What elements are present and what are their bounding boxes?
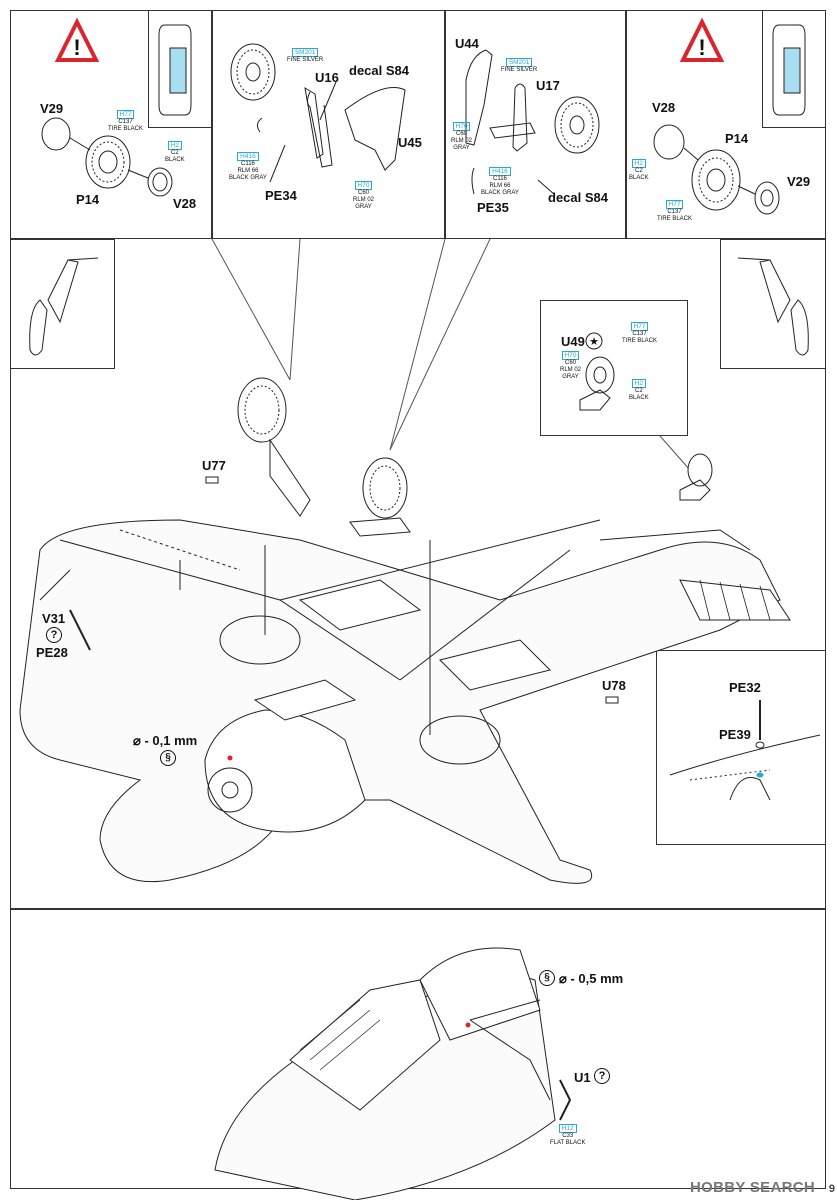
aircraft-drawing [19,377,791,884]
drill-size-main: ⌀ - 0,1 mm [133,733,198,748]
part-label-U78: U78 [602,678,626,693]
tire-section-icon-right [772,24,806,116]
warning-icon-right: ! [679,17,725,62]
svg-text:!: ! [698,35,705,60]
paint-silver-right: SM201 FINE SILVER [501,58,538,73]
part-label-PE34: PE34 [265,188,297,203]
part-label-V29-left: V29 [40,101,64,116]
paint-tail-hub: H2 C2 BLACK [629,379,649,401]
part-label-V29-right: V29 [787,174,811,189]
paint-gray-left: H416 C116 RLM 66 BLACK GRAY [229,152,267,181]
drill-icon-main: § [160,750,176,766]
paint-tire-left: H77 C137 TIRE BLACK [108,110,144,132]
paint-flat-black: H12 C33 FLAT BLACK [550,1124,586,1146]
paint-hub-left: H2 C2 BLACK [165,141,185,163]
panel-antenna-detail [656,650,826,845]
paint-tire-right: H77 C137 TIRE BLACK [657,200,693,222]
optional-icon-PE28: ? [46,627,62,643]
panel-left-strut [212,10,445,239]
paint-silver-left: SM201 FINE SILVER [287,48,324,63]
part-label-PE35: PE35 [477,200,509,215]
paint-hub-right: H2 C2 BLACK [629,159,649,181]
part-label-P14-right: P14 [725,131,749,146]
star-icon: ★ [585,332,603,350]
panel-left-gear-view [10,239,115,369]
panel-tail-wheel [540,300,688,436]
paint-tail-rlm02: H70 C60 RLM 02 GRAY [560,351,582,380]
canopy-detail-drawing [214,947,572,1200]
part-label-PE32: PE32 [729,680,761,695]
paint-tail-tire: H77 C137 TIRE BLACK [622,322,658,344]
part-label-V28-left: V28 [173,196,197,211]
part-label-PE39: PE39 [719,727,751,742]
drill-size-bottom: ⌀ - 0,5 mm [559,971,624,986]
part-label-U17: U17 [536,78,560,93]
page-number: 9 [828,1183,835,1195]
part-label-PE28: PE28 [36,645,68,660]
svg-text:!: ! [73,35,80,60]
optional-icon-U1: ? [594,1068,610,1084]
warning-icon-left: ! [54,17,100,62]
part-label-U16: U16 [315,70,339,85]
svg-text:★: ★ [589,335,599,348]
part-label-U45: U45 [398,135,422,150]
part-label-decal-S84-right: decal S84 [548,190,608,205]
tire-section-icon-left [158,24,192,116]
part-label-U44: U44 [455,36,479,51]
part-label-V28-right: V28 [652,100,676,115]
drill-icon-bottom: § [539,970,555,986]
watermark: HOBBY SEARCH [689,1179,815,1196]
part-label-decal-S84-left: decal S84 [349,63,409,78]
paint-rlm02-left: H70 C60 RLM 02 GRAY [353,181,375,210]
part-label-P14-left: P14 [76,192,100,207]
part-label-V31: V31 [42,611,66,626]
paint-gray-right: H416 C116 RLM 66 BLACK GRAY [481,167,519,196]
paint-rlm02-right: H70 C60 RLM 02 GRAY [451,122,473,151]
part-label-U1: U1 [574,1070,591,1085]
part-label-U49: U49 [561,334,585,349]
part-label-U77: U77 [202,458,226,473]
panel-right-strut [445,10,626,239]
